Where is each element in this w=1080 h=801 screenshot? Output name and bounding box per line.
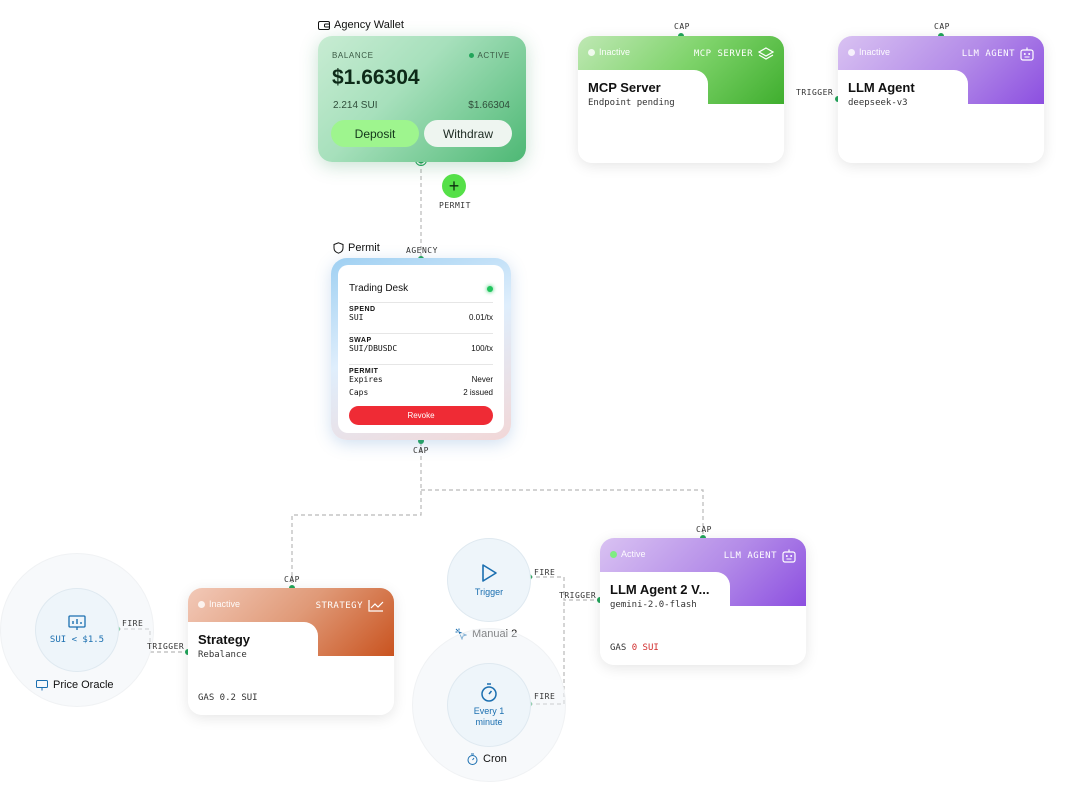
manual-trigger-label: Trigger: [474, 586, 504, 597]
llm1-title: LLM Agent: [848, 80, 915, 95]
strategy-kind-label: STRATEGY: [316, 599, 384, 612]
mcp-kind-label: MCP SERVER: [694, 47, 774, 61]
wallet-icon: [318, 20, 330, 30]
add-permit-label: PERMIT: [439, 201, 471, 210]
llm2-title: LLM Agent 2 V...: [610, 582, 710, 597]
oracle-fire-port-label: FIRE: [122, 619, 144, 628]
llm1-trigger-port-label: TRIGGER: [796, 88, 834, 97]
permit-card-inner: Trading Desk SPEND SUI 0.01/tx SWAP SUI/…: [338, 265, 504, 433]
llm1-status: Inactive: [848, 47, 890, 57]
oracle-condition: SUI < $1.5: [49, 635, 105, 645]
manual-fire-port-label: FIRE: [534, 568, 556, 577]
permit-node-title: Permit: [333, 242, 380, 254]
strategy-cap-port-label: CAP: [284, 575, 300, 584]
mcp-cap-port-label: CAP: [674, 22, 690, 31]
llm1-model: deepseek-v3: [848, 98, 908, 108]
oracle-small-icon: [36, 679, 48, 690]
expires-row: Expires Never: [349, 375, 493, 384]
add-permit-button[interactable]: +: [442, 174, 466, 198]
price-oracle-node[interactable]: SUI < $1.5: [35, 588, 119, 672]
cron-interval: Every 1 minute: [473, 705, 505, 727]
robot-icon: [1020, 47, 1034, 61]
strategy-card[interactable]: Inactive STRATEGY Strategy Rebalance GAS…: [188, 588, 394, 715]
llm2-trigger-port-label: TRIGGER: [559, 591, 597, 600]
status-dot-icon: [848, 48, 855, 56]
strategy-trigger-port-label: TRIGGER: [147, 642, 185, 651]
llm2-model: gemini-2.0-flash: [610, 600, 697, 610]
deposit-button[interactable]: Deposit: [331, 120, 419, 147]
revoke-button[interactable]: Revoke: [349, 406, 493, 425]
llm2-gas: GAS 0 SUI: [610, 643, 659, 653]
llm1-cap-port-label: CAP: [934, 22, 950, 31]
wallet-node-title: Agency Wallet: [318, 19, 404, 31]
llm-agent-card[interactable]: Inactive LLM AGENT LLM Agent deepseek-v3: [838, 36, 1044, 163]
status-dot-icon: [468, 53, 474, 58]
llm2-kind-label: LLM AGENT: [724, 549, 796, 563]
wallet-balance-amount: $1.66304: [332, 66, 420, 89]
spend-section-header: SPEND: [349, 302, 493, 313]
oracle-caption: Price Oracle: [36, 679, 114, 691]
status-dot-icon: [610, 550, 617, 558]
permit-cap-port-label: CAP: [413, 446, 429, 455]
wallet-usd-balance: $1.66304: [468, 100, 510, 111]
permit-card[interactable]: Trading Desk SPEND SUI 0.01/tx SWAP SUI/…: [331, 258, 511, 440]
manual-trigger-node[interactable]: Trigger: [447, 538, 531, 622]
trend-chart-icon: [368, 600, 384, 612]
caps-row: Caps 2 issued: [349, 388, 493, 397]
strategy-subtitle: Rebalance: [198, 650, 247, 660]
cron-fire-port-label: FIRE: [534, 692, 556, 701]
swap-section-header: SWAP: [349, 333, 493, 344]
layers-icon: [758, 47, 774, 60]
strategy-title: Strategy: [198, 632, 251, 647]
swap-row: SUI/DBUSDC 100/tx: [349, 344, 493, 353]
llm2-cap-port-label: CAP: [696, 525, 712, 534]
play-icon: [482, 563, 497, 582]
agency-port-label: AGENCY: [406, 246, 438, 255]
cron-node[interactable]: Every 1 minute: [447, 663, 531, 747]
wallet-sui-balance: 2.214 SUI: [333, 100, 378, 111]
agency-wallet-card[interactable]: BALANCE ACTIVE $1.66304 2.214 SUI $1.663…: [318, 36, 526, 162]
llm-agent-2-card[interactable]: Active LLM AGENT LLM Agent 2 V... gemini…: [600, 538, 806, 665]
llm2-status: Active: [610, 549, 646, 559]
plus-icon: +: [448, 175, 460, 196]
cron-caption: Cron: [467, 753, 507, 765]
chart-icon: [68, 615, 86, 630]
llm1-kind-label: LLM AGENT: [962, 47, 1034, 61]
balance-label: BALANCE: [332, 51, 374, 60]
mcp-status: Inactive: [588, 47, 630, 57]
mcp-title: MCP Server: [588, 80, 661, 95]
permit-status-dot-icon: [487, 286, 493, 292]
permit-name: Trading Desk: [349, 283, 409, 294]
timer-small-icon: [467, 753, 478, 765]
wallet-status: ACTIVE: [468, 51, 511, 60]
status-dot-icon: [588, 48, 595, 56]
strategy-status: Inactive: [198, 599, 240, 609]
mcp-server-card[interactable]: Inactive MCP SERVER MCP Server Endpoint …: [578, 36, 784, 163]
spend-row: SUI 0.01/tx: [349, 313, 493, 322]
status-dot-icon: [198, 600, 205, 608]
permit-section-header: PERMIT: [349, 364, 493, 375]
mcp-subtitle: Endpoint pending: [588, 98, 675, 108]
shield-icon: [333, 242, 344, 254]
strategy-gas: GAS 0.2 SUI: [198, 693, 258, 703]
robot-icon: [782, 549, 796, 563]
stopwatch-icon: [481, 682, 497, 702]
withdraw-button[interactable]: Withdraw: [424, 120, 512, 147]
